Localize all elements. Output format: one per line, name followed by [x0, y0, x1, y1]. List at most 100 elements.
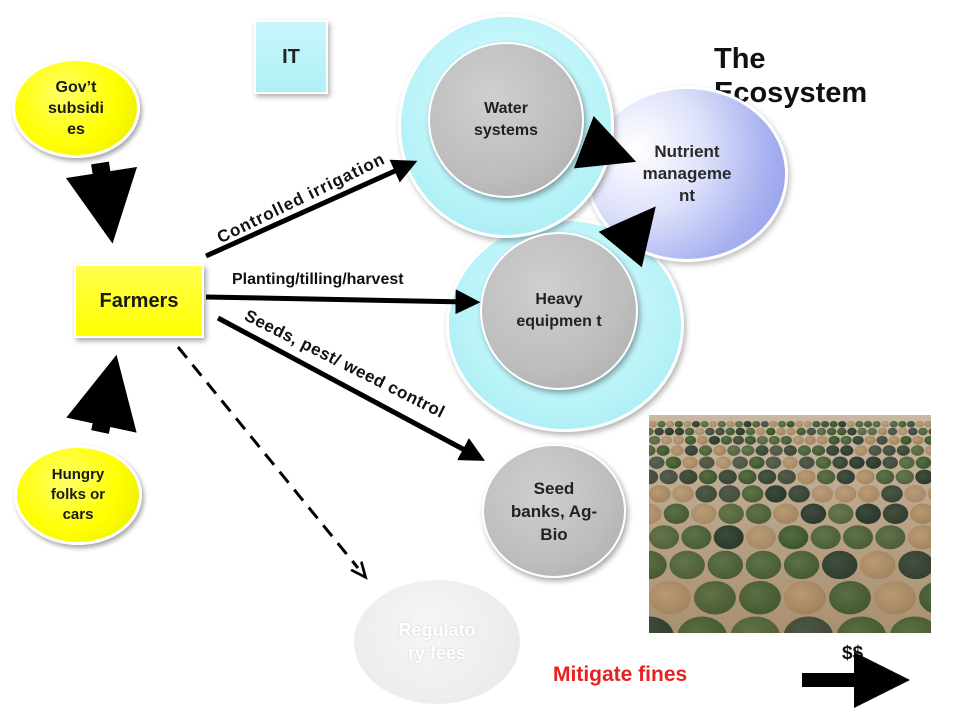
pivot-field [696, 435, 709, 445]
edge-label-planting-tilling-harvest: Planting/tilling/harvest [232, 271, 404, 288]
pivot-field [899, 456, 915, 469]
pivot-field [755, 445, 769, 456]
pivot-field [730, 616, 780, 633]
pivot-field [799, 456, 815, 469]
pivot-field [755, 427, 766, 436]
pivot-field [829, 421, 838, 428]
pivot-field [919, 582, 931, 613]
pivot-field [695, 485, 718, 503]
arrow-farmers-to-seed-banks [216, 315, 486, 461]
pivot-field [868, 445, 882, 456]
arrow-farmers-to-regulatory [176, 346, 358, 568]
pivot-field [769, 445, 783, 456]
pivot-field [811, 445, 826, 456]
pivot-field [649, 616, 674, 633]
pivot-field [783, 550, 820, 580]
pivot-field [783, 616, 833, 633]
arrow-farmers-to-heavy-equipment [205, 289, 481, 315]
pivot-field [924, 421, 931, 428]
pivot-field [856, 469, 875, 485]
pivot-field [684, 445, 698, 456]
pivot-field [915, 469, 931, 485]
pivot-field [672, 485, 694, 503]
pivot-field [768, 435, 780, 445]
hungry-folks-node: Hungry folks or cars [14, 445, 142, 545]
pivot-field [840, 435, 852, 445]
pivot-field [738, 469, 757, 485]
pivot-field [898, 550, 931, 580]
pivot-field [816, 469, 836, 485]
pivot-field [882, 445, 896, 456]
pivot-field [769, 421, 778, 428]
pivot-field [876, 435, 888, 445]
pivot-field [890, 616, 931, 633]
pivot-field [875, 469, 895, 485]
pivot-field [665, 456, 682, 469]
pivot-field [810, 525, 841, 550]
pivot-field [896, 445, 910, 456]
pivot-field [649, 427, 654, 436]
pivot-field [725, 427, 735, 436]
pivot-field [864, 421, 872, 428]
pivot-field [726, 421, 735, 428]
pivot-field [670, 445, 684, 456]
pivot-field [806, 427, 817, 436]
pivot-field [800, 503, 827, 524]
pivot-field [882, 503, 909, 524]
pivot-field [877, 427, 888, 436]
pivot-field [918, 427, 928, 436]
pivot-field [900, 435, 912, 445]
pivot-field [717, 421, 726, 428]
pivot-field [867, 427, 877, 436]
pivot-field [826, 445, 840, 456]
pivot-field [875, 525, 906, 550]
pivot-field [904, 485, 926, 503]
pivot-field [816, 427, 827, 436]
pivot-field [745, 427, 756, 436]
pivot-field [887, 427, 898, 436]
it-box: IT [254, 20, 328, 94]
seed-banks-node: Seed banks, Ag-Bio [482, 444, 626, 578]
pivot-field [694, 580, 736, 615]
pivot-field [765, 485, 787, 503]
pivot-field [732, 435, 744, 445]
pivot-field [718, 469, 737, 485]
pivot-field [669, 550, 705, 580]
regulatory-fees-node: Regulato ry fees [354, 580, 520, 704]
pivot-field [803, 421, 812, 428]
pivot-field [855, 503, 881, 524]
pivot-field [865, 456, 882, 469]
pivot-field [691, 503, 717, 524]
pivot-field [788, 485, 810, 503]
pivot-field [698, 469, 718, 485]
pivot-field [649, 485, 671, 503]
pivot-field [649, 445, 656, 456]
pivot-field [796, 427, 806, 436]
pivot-field [765, 456, 782, 469]
pivot-field [786, 427, 796, 436]
pivot-field [757, 469, 777, 485]
pivot-field [872, 421, 881, 428]
pivot-field [882, 456, 898, 469]
dollars-label: $$ [842, 643, 864, 664]
pivot-field [857, 485, 880, 503]
pivot-field [777, 469, 796, 485]
pivot-field [797, 469, 816, 485]
pivot-field [837, 616, 886, 633]
govt-subsidies-node: Gov’t subsidi es [12, 58, 140, 158]
pivot-field [649, 435, 661, 445]
pivot-field [698, 445, 713, 456]
mitigate-fines-label: Mitigate fines [553, 663, 688, 686]
pivot-field [649, 469, 659, 485]
pivot-field [834, 485, 857, 503]
pivot-field [649, 456, 665, 469]
pivot-field [708, 435, 721, 445]
pivot-field [745, 550, 782, 580]
pivot-field [783, 445, 797, 456]
pivot-field [782, 456, 798, 469]
pivot-field [895, 469, 914, 485]
pivot-field [766, 427, 776, 436]
pivot-field [720, 435, 732, 445]
pivot-field [649, 580, 691, 615]
pivot-field [784, 580, 826, 615]
